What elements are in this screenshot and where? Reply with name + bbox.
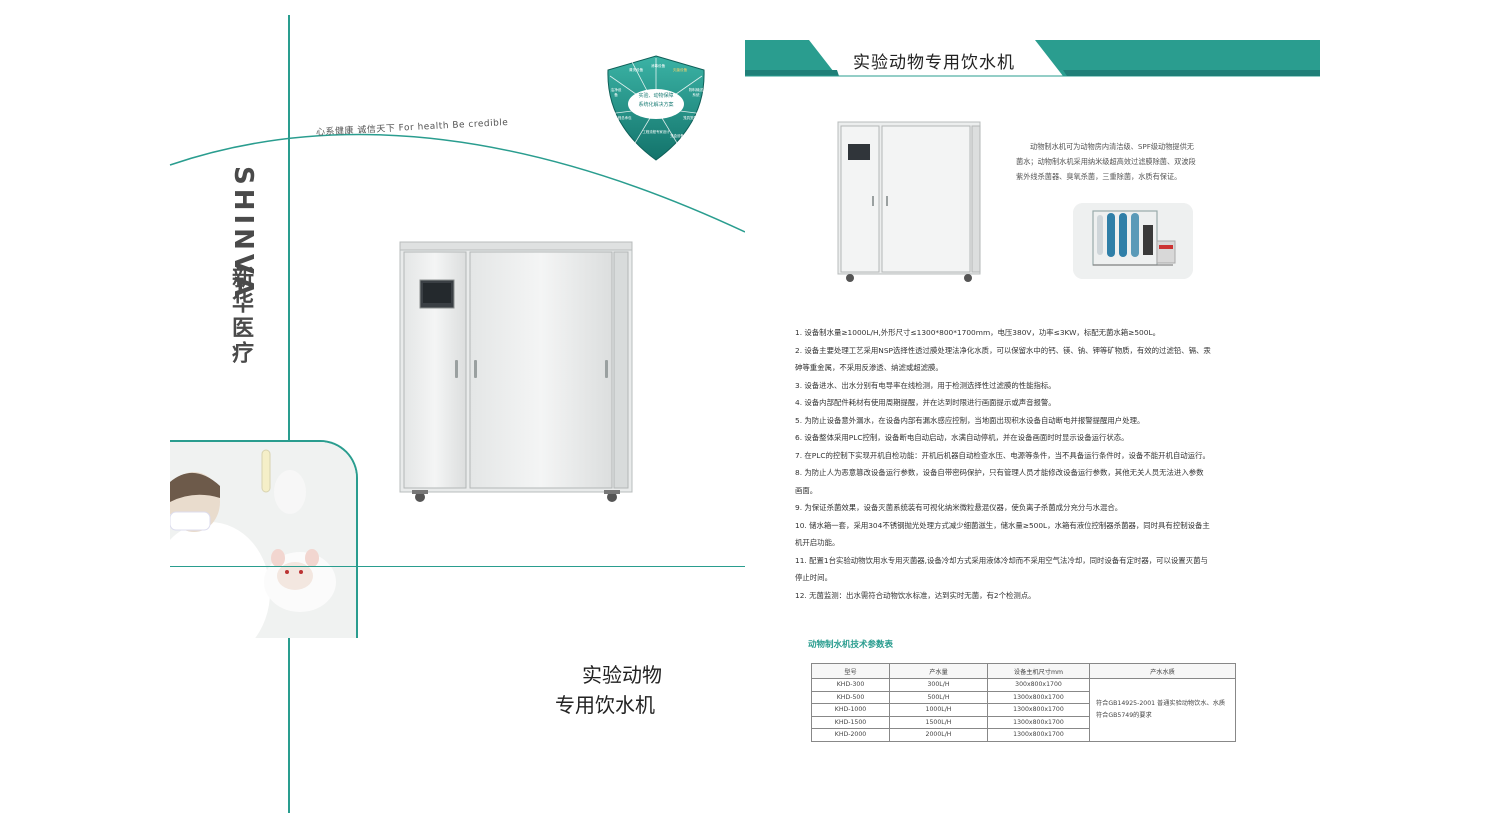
cell-output: 1500L/H [889, 715, 988, 729]
feature-list: 1. 设备制水量≥1000L/H,外形尺寸≤1300*800*1700mm，电压… [795, 324, 1285, 604]
shield-segment-label: 工程流程专家设计 [642, 130, 670, 134]
table-row: KHD-1000 1000L/H 1300x800x1700 [811, 703, 1236, 717]
feature-item: 3. 设备进水、出水分别有电导率在线检测，用于检测选择性过滤膜的性能指标。 [795, 380, 1056, 390]
feature-item: 7. 在PLC的控制下实现开机自检功能：开机后机器自动检查水压、电源等条件，当不… [795, 450, 1210, 460]
product-title-line2: 专用饮水机 [555, 693, 655, 717]
feature-item: 砷等重金属，不采用反渗透、纳滤或超滤膜。 [795, 363, 943, 372]
feature-item: 机开启功能。 [795, 538, 840, 547]
feature-item: 9. 为保证杀菌效果，设备灭菌系统装有可视化纳米微粒悬混仪器，使负离子杀菌成分充… [795, 503, 1123, 512]
shield-segment-label: 笼具笼架 [683, 116, 697, 120]
brand-name-cn: 新华医疗 [228, 266, 253, 366]
cell-size: 300x800x1700 [987, 678, 1090, 692]
shield-segment-label: 工程总承包 [614, 116, 632, 120]
lab-photo-illustration [170, 442, 356, 638]
feature-item: 5. 为防止设备意外漏水，在设备内部有漏水感应控制，当地面出现积水设备自动断电并… [795, 415, 1145, 425]
product-title-left: 实验动物 专用饮水机 [555, 660, 662, 720]
cell-model: KHD-500 [811, 690, 890, 704]
solution-shield-badge: 实验、动物保障 系统化解决方案 清洗设备 消毒设备 灭菌设备 物料输送系统 洁净… [602, 54, 710, 162]
cell-model: KHD-1500 [811, 715, 890, 729]
shield-segment-label: 笼盒设备 [670, 134, 684, 138]
feature-item: 12. 无菌监测：出水需符合动物饮水标准，达到实时无菌，有2个检测点。 [795, 590, 1036, 600]
cell-size: 1300x800x1700 [987, 690, 1090, 704]
shield-segment-label: 消毒设备 [650, 64, 666, 68]
feature-item: 2. 设备主要处理工艺采用NSP选择性透过膜处理法净化水质，可以保留水中的钙、镁… [795, 345, 1211, 355]
shield-segment-label: 洁净设备 [610, 88, 622, 97]
spec-table-header-row: 型号 产水量 设备主机尺寸mm 产水水质 [811, 663, 1236, 679]
product-title-line1: 实验动物 [582, 663, 662, 687]
cell-output: 500L/H [889, 690, 988, 704]
shield-segment-label: 物料输送系统 [688, 88, 704, 97]
cell-output: 300L/H [889, 678, 988, 692]
spec-table: 型号 产水量 设备主机尺寸mm 产水水质 KHD-300 300L/H 300x… [811, 663, 1236, 742]
left-page: 心系健康 诚信天下 For health Be credible SHINVA … [169, 15, 745, 813]
feature-item: 10. 储水箱一套，采用304不锈钢抛光处理方式减少细菌滋生，储水量≥500L，… [795, 520, 1210, 530]
product-intro: 动物制水机可为动物房内清洁级、SPF级动物提供无菌水；动物制水机采用纳米级超高效… [1016, 142, 1196, 181]
cell-size: 1300x800x1700 [987, 703, 1090, 717]
cell-output: 2000L/H [889, 728, 988, 742]
col-header-quality: 产水水质 [1089, 663, 1236, 679]
feature-item: 1. 设备制水量≥1000L/H,外形尺寸≤1300*800*1700mm，电压… [795, 328, 1160, 337]
divider-horizontal [170, 566, 745, 567]
decorative-arc [169, 133, 745, 233]
title-banner [745, 40, 1320, 77]
shield-segment-label: 清洗设备 [628, 68, 644, 72]
shield-center-text: 实验、动物保障 系统化解决方案 [638, 93, 674, 108]
cell-output: 1000L/H [889, 703, 988, 717]
brand-logo: SHINVA 新华医疗 [214, 166, 270, 366]
cell-size: 1300x800x1700 [987, 715, 1090, 729]
water-machine-image-small [837, 121, 981, 282]
feature-item: 6. 设备整体采用PLC控制，设备断电自动启动，水满自动停机，并在设备画面时时显… [795, 433, 1129, 442]
table-row: KHD-500 500L/H 1300x800x1700 [811, 690, 1236, 704]
spec-table-title: 动物制水机技术参数表 [808, 640, 894, 650]
table-row: KHD-2000 2000L/H 1300x800x1700 [811, 728, 1236, 742]
cell-model: KHD-2000 [811, 728, 890, 742]
feature-item: 8. 为防止人为恶意篡改设备运行参数，设备自带密码保护，只有管理人员才能修改设备… [795, 468, 1204, 477]
cell-model: KHD-1000 [811, 703, 890, 717]
shield-segment-label: 灭菌设备 [672, 68, 688, 72]
ro-system-illustration [1073, 203, 1193, 279]
col-header-size: 设备主机尺寸mm [987, 663, 1090, 679]
divider-vertical [288, 15, 290, 813]
feature-item: 停止时间。 [795, 573, 832, 582]
page-title: 实验动物专用饮水机 [853, 53, 1015, 73]
cell-size: 1300x800x1700 [987, 728, 1090, 742]
ro-system-photo [1073, 203, 1193, 279]
feature-item: 画面。 [795, 485, 818, 495]
col-header-model: 型号 [811, 663, 890, 679]
cell-quality: 符合GB14925-2001 普通实验动物饮水、水质符合GB5749的要求 [1089, 678, 1236, 742]
shield-icon [607, 55, 705, 161]
cell-model: KHD-300 [811, 678, 890, 692]
col-header-output: 产水量 [889, 663, 988, 679]
table-row: KHD-1500 1500L/H 1300x800x1700 [811, 715, 1236, 729]
feature-item: 4. 设备内部配件耗材有使用周期提醒，并在达到时限进行画面提示或声音报警。 [795, 398, 1056, 407]
table-row: KHD-300 300L/H 300x800x1700 符合GB14925-20… [811, 678, 1236, 742]
feature-item: 11. 配置1台实验动物饮用水专用灭菌器,设备冷却方式采用液体冷却而不采用空气法… [795, 555, 1208, 565]
water-machine-image-large [399, 241, 633, 502]
scientist-mouse-photo [170, 440, 358, 638]
